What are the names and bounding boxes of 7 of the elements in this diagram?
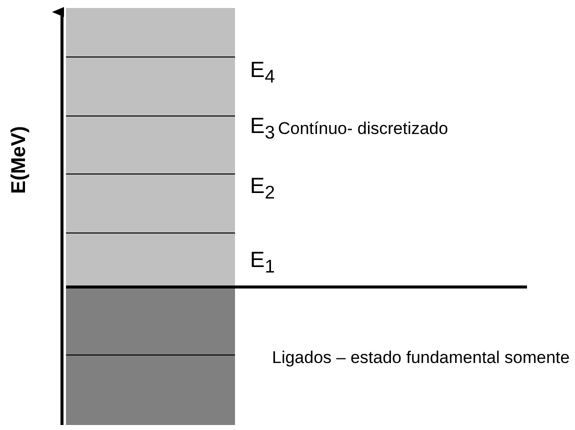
energy-level-label: E$_{4}$	[250, 56, 275, 88]
energy-level-label: E$_{2}$	[250, 172, 275, 204]
energy-level-label: E$_{1}$	[250, 246, 275, 278]
energy-level-label: E$_{3}$	[250, 112, 275, 144]
region-label: Contínuo- discretizado	[278, 118, 448, 140]
axis-label: E(MeV)	[7, 126, 31, 194]
region-label: Ligados – estado fundamental somente	[272, 347, 571, 369]
